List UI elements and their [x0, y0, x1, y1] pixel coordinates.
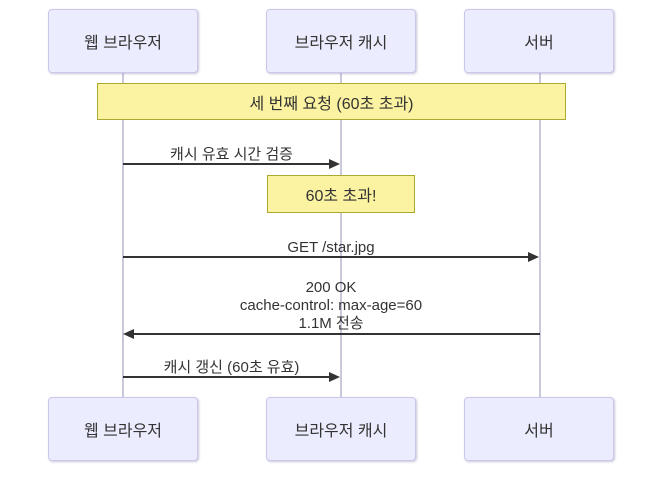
actor-browser-cache-top: 브라우저 캐시 — [266, 9, 416, 73]
message-cache-refresh-label: 캐시 갱신 (60초 유효) — [163, 359, 300, 376]
arrowhead-right-icon — [528, 252, 539, 262]
note-text: 60초 초과! — [305, 188, 377, 205]
actor-web-browser-bottom: 웹 브라우저 — [48, 397, 198, 461]
actor-label: 웹 브라우저 — [83, 35, 163, 52]
message-cache-refresh-line — [123, 376, 330, 378]
message-get-star-label: GET /star.jpg — [287, 239, 375, 256]
note-third-request: 세 번째 요청 (60초 초과) — [97, 83, 566, 120]
message-cache-validation-label: 캐시 유효 시간 검증 — [170, 146, 293, 163]
note-expired: 60초 초과! — [267, 175, 415, 213]
arrowhead-right-icon — [329, 372, 340, 382]
actor-web-browser-top: 웹 브라우저 — [48, 9, 198, 73]
actor-server-top: 서버 — [464, 9, 614, 73]
message-get-star-line — [123, 256, 529, 258]
response-line-1: 200 OK — [305, 279, 357, 296]
actor-label: 웹 브라우저 — [83, 423, 163, 440]
note-text: 세 번째 요청 (60초 초과) — [249, 95, 414, 113]
message-response-label: 200 OK cache-control: max-age=60 1.1M 전송 — [123, 279, 539, 333]
actor-label: 브라우저 캐시 — [294, 423, 388, 440]
arrowhead-right-icon — [329, 159, 340, 169]
actor-server-bottom: 서버 — [464, 397, 614, 461]
actor-label: 브라우저 캐시 — [294, 35, 388, 52]
lifeline-browser-cache — [340, 73, 342, 397]
actor-browser-cache-bottom: 브라우저 캐시 — [266, 397, 416, 461]
response-line-2: cache-control: max-age=60 — [239, 297, 423, 314]
response-line-3: 1.1M 전송 — [298, 315, 364, 332]
message-cache-validation-line — [123, 163, 330, 165]
actor-label: 서버 — [524, 35, 554, 52]
actor-label: 서버 — [524, 423, 554, 440]
message-response-line — [134, 333, 540, 335]
lifeline-web-browser — [122, 73, 124, 397]
arrowhead-left-icon — [123, 329, 134, 339]
lifeline-server — [539, 73, 541, 397]
